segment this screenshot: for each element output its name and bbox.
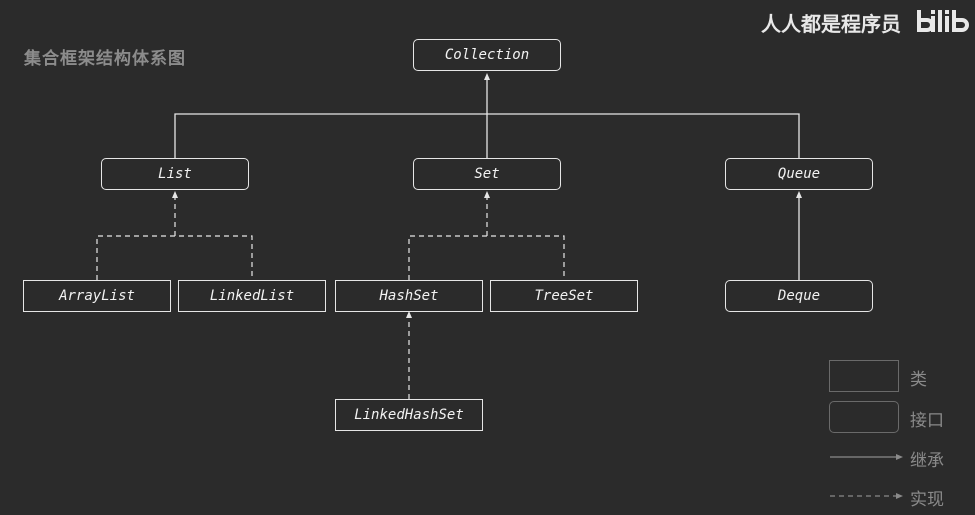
node-linkedhashset: LinkedHashSet (335, 399, 483, 431)
node-list: List (101, 158, 249, 190)
legend-interface-box (829, 401, 899, 433)
legend-implement-label: 实现 (910, 490, 944, 510)
legend-class-label: 类 (910, 370, 927, 390)
node-linkedlist: LinkedList (178, 280, 326, 312)
node-queue: Queue (725, 158, 873, 190)
node-treeset: TreeSet (490, 280, 638, 312)
node-deque: Deque (725, 280, 873, 312)
legend-interface-label: 接口 (910, 411, 944, 431)
watermark: 人人都是程序员 (761, 8, 969, 37)
node-set: Set (413, 158, 561, 190)
implement-line-set-group (408, 235, 565, 280)
bilibili-logo (917, 10, 969, 32)
node-arraylist: ArrayList (23, 280, 171, 312)
page-title: 集合框架结构体系图 (24, 49, 186, 69)
legend-class-box (829, 360, 899, 392)
legend-inherit-label: 继承 (910, 451, 944, 471)
watermark-text: 人人都是程序员 (761, 12, 901, 36)
node-collection: Collection (413, 39, 561, 71)
implement-line-list-group (96, 235, 253, 280)
node-hashset: HashSet (335, 280, 483, 312)
